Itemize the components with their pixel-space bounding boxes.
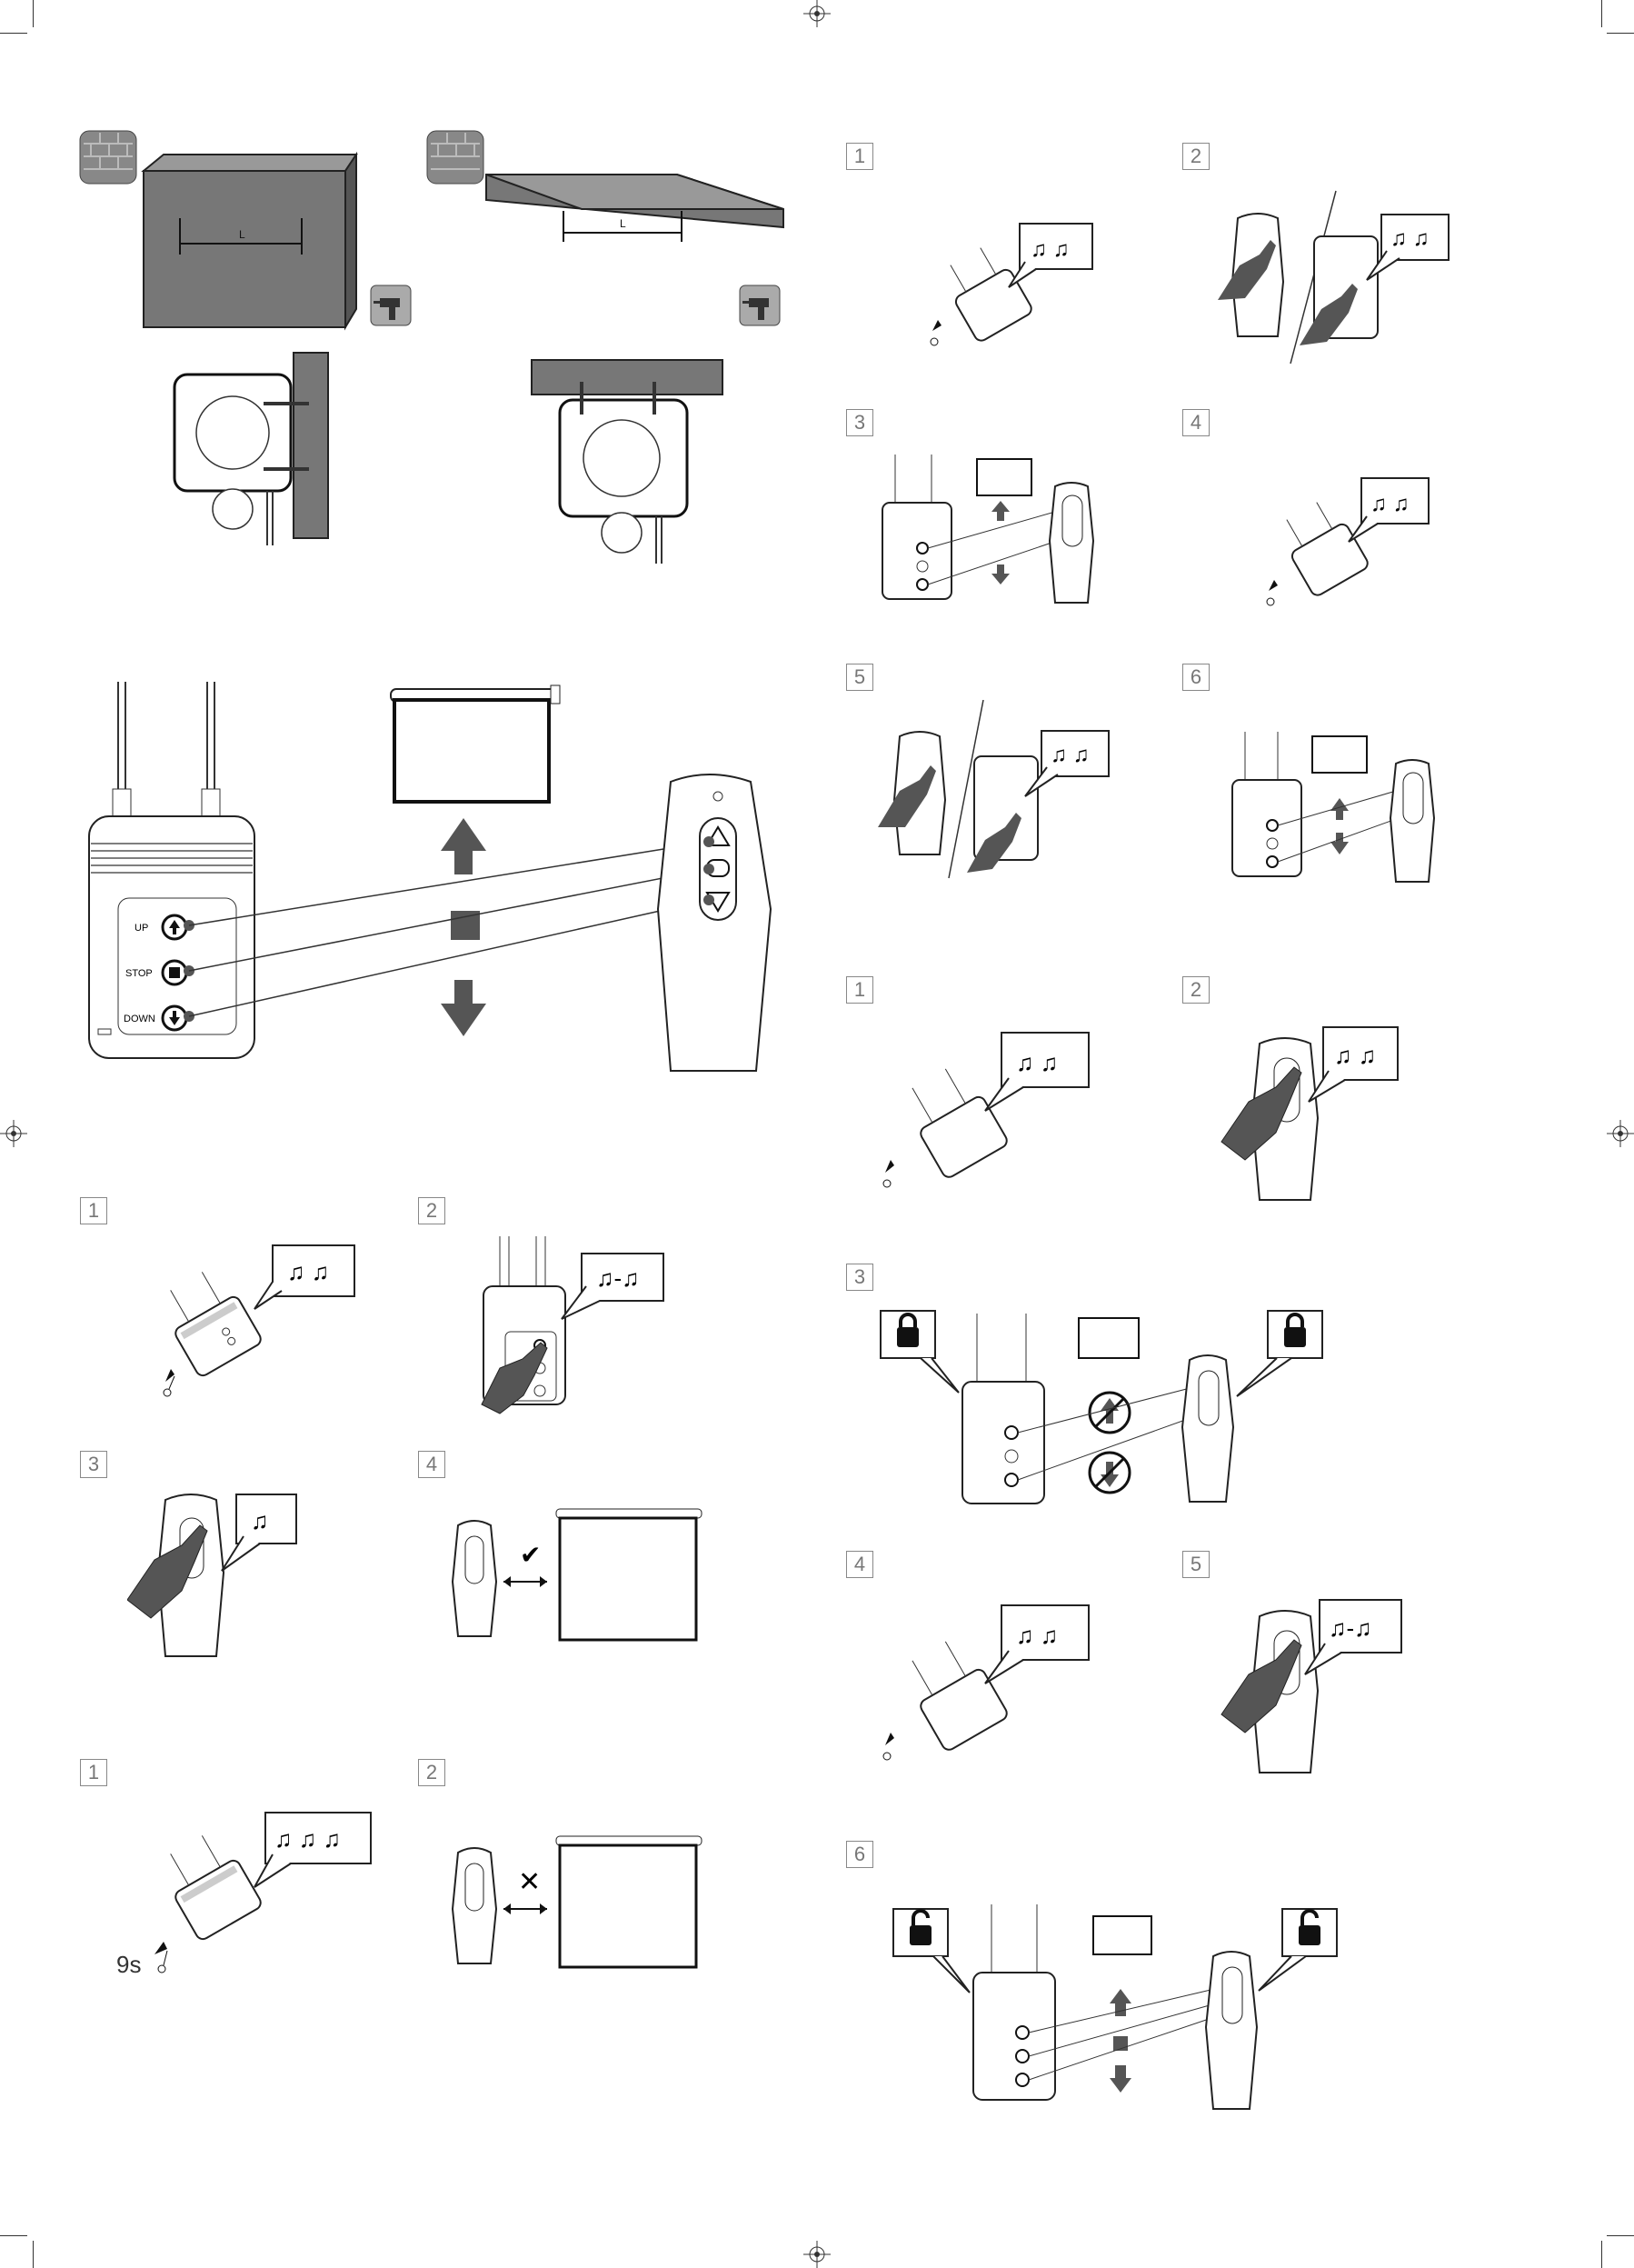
projection-screen-icon	[556, 1509, 702, 1640]
projection-screen-icon	[1079, 1318, 1139, 1358]
step-number: 2	[418, 1759, 445, 1786]
step-number: 3	[846, 1264, 873, 1291]
remote-press-illustration: ♫	[127, 1482, 336, 1664]
step-number: 2	[418, 1197, 445, 1224]
projection-screen-icon	[556, 1836, 702, 1967]
up-arrow-icon	[441, 818, 486, 874]
tone-icon: ♫ ♫	[1370, 492, 1410, 516]
remote-motor-connection-illustration	[1218, 727, 1463, 891]
ceiling-distance-label: L	[620, 217, 626, 230]
registration-mark-right	[1607, 1120, 1634, 1147]
tone-icon: ♫ ♫ ♫	[274, 1825, 341, 1853]
step-number: 6	[846, 1841, 873, 1868]
brick-wall-icon	[80, 131, 136, 184]
motor-tone-illustration: ♫ ♫	[872, 1600, 1100, 1782]
mounting-illustration: L L	[73, 127, 800, 564]
tone-icon: ♫ ♫	[1334, 1042, 1376, 1069]
remote-control-icon	[658, 774, 771, 1071]
tone-icon: ♫-♫	[596, 1264, 640, 1292]
step-number: 1	[80, 1759, 107, 1786]
up-button-icon	[163, 915, 186, 939]
step-number: 3	[846, 409, 873, 436]
tone-icon: ♫	[251, 1507, 269, 1534]
remote-paired-screen-illustration: ✔	[445, 1500, 718, 1654]
brick-ceiling-icon	[427, 131, 483, 184]
controls-overview: UP STOP DOWN	[82, 673, 809, 1082]
step-number: 1	[80, 1197, 107, 1224]
projection-screen-icon	[1312, 736, 1367, 773]
step-number: 2	[1182, 143, 1210, 170]
down-arrow-icon	[441, 980, 486, 1036]
lock-illustration	[877, 1309, 1350, 1509]
step-number: 5	[846, 664, 873, 691]
up-label: UP	[135, 923, 148, 934]
step-number: 4	[1182, 409, 1210, 436]
motor-press-illustration: ♫-♫	[473, 1232, 682, 1423]
tone-icon: ♫ ♫	[287, 1258, 329, 1285]
down-label: DOWN	[124, 1014, 155, 1024]
tone-icon: ♫ ♫	[1016, 1049, 1058, 1076]
cross-icon: ✕	[518, 1867, 541, 1897]
tone-icon: ♫-♫	[1329, 1614, 1372, 1642]
step-number: 5	[1182, 1551, 1210, 1578]
stop-button-icon	[163, 961, 186, 984]
down-button-icon	[163, 1006, 186, 1030]
check-icon: ✔	[520, 1541, 541, 1569]
remote-unpaired-screen-illustration: ✕	[445, 1827, 718, 1982]
projection-screen-icon	[977, 459, 1031, 495]
unlock-illustration	[886, 1900, 1359, 2118]
stop-label: STOP	[125, 968, 153, 979]
step-number: 4	[418, 1451, 445, 1478]
step-number: 4	[846, 1551, 873, 1578]
wall-distance-label: L	[239, 228, 245, 241]
registration-mark-bottom	[803, 2241, 831, 2268]
tone-icon: ♫ ♫	[1031, 237, 1070, 262]
projection-screen-icon	[1093, 1916, 1151, 1954]
no-down-icon	[1090, 1453, 1130, 1493]
step-number: 1	[846, 143, 873, 170]
motor-tone-illustration: ♫ ♫	[872, 1027, 1100, 1209]
remote-press-illustration: ♫ ♫	[1218, 1018, 1445, 1209]
hold-time-label: 9s	[116, 1951, 141, 1978]
registration-mark-left	[0, 1120, 27, 1147]
tone-icon: ♫ ♫	[1390, 226, 1430, 251]
motor-tone-illustration: ♫ ♫	[918, 218, 1100, 355]
tone-icon: ♫ ♫	[1051, 743, 1090, 767]
motor-tone-illustration: ♫ ♫	[154, 1236, 364, 1409]
motor-tone-illustration: ♫ ♫	[1254, 473, 1436, 618]
drill-icon	[371, 285, 411, 325]
remote-motor-connection-illustration	[877, 450, 1122, 614]
remote-and-motor-press-illustration: ♫ ♫	[1218, 182, 1454, 364]
registration-mark-top	[803, 0, 831, 27]
tone-icon: ♫ ♫	[1016, 1622, 1058, 1649]
step-number: 6	[1182, 664, 1210, 691]
motor-reset-illustration: 9s ♫ ♫ ♫	[109, 1800, 382, 1982]
remote-and-motor-press-illustration: ♫ ♫	[872, 700, 1118, 882]
step-number: 2	[1182, 976, 1210, 1004]
step-number: 3	[80, 1451, 107, 1478]
projection-screen-icon	[391, 685, 560, 802]
remote-press-illustration: ♫-♫	[1218, 1591, 1445, 1782]
step-number: 1	[846, 976, 873, 1004]
drill-icon	[740, 285, 780, 325]
